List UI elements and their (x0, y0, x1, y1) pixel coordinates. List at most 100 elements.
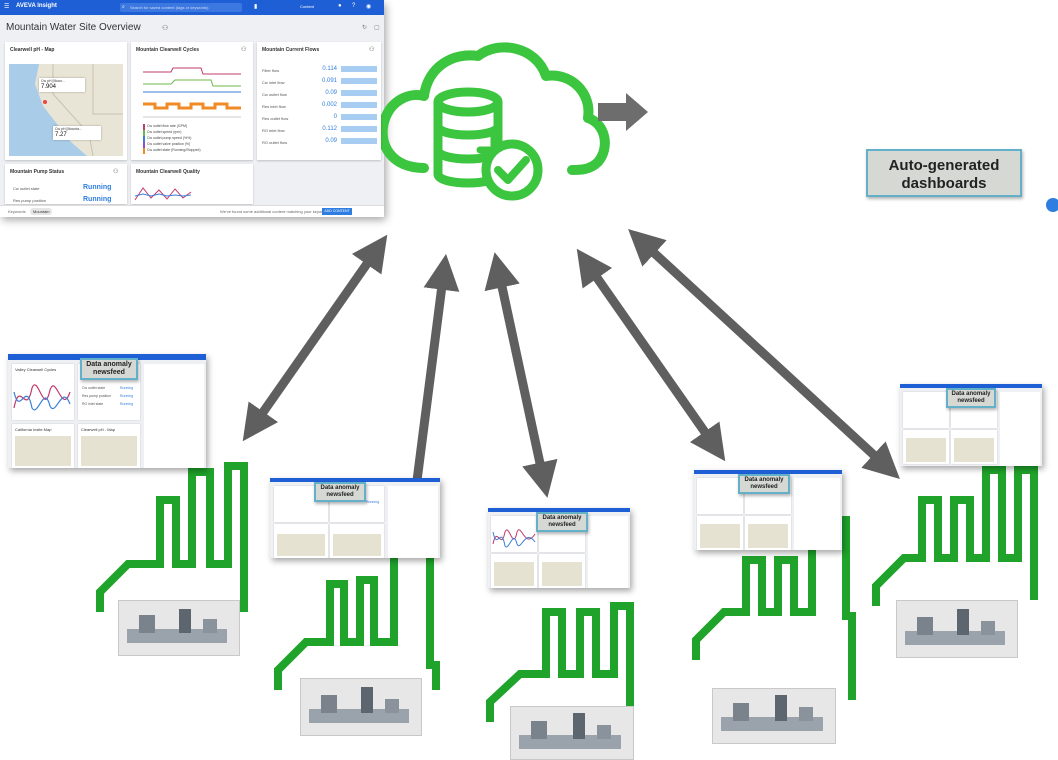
mini-map (494, 562, 534, 586)
callout-anomaly-newsfeed: Data anomaly newsfeed (738, 474, 790, 494)
mini-chart-card (491, 516, 537, 552)
refresh-icon[interactable]: ↻ (362, 25, 368, 31)
mini-chart-card (903, 392, 949, 428)
search-input[interactable]: ⌕ Search for saved content (tags or keyw… (120, 3, 242, 12)
card-quality[interactable]: Mountain Clearwell Quality (131, 164, 253, 204)
mini-status-value: Running (120, 402, 134, 406)
cycles-chart (143, 67, 241, 118)
flow-label: RO inlet flow (262, 128, 285, 133)
status-value: Running (83, 184, 112, 191)
mini-chart-card (697, 478, 743, 514)
card-cycles-title: Mountain Clearwell Cycles (136, 47, 200, 53)
flow-label: RO outlet flow (262, 140, 288, 145)
callout-anomaly-newsfeed: Data anomaly newsfeed (314, 482, 366, 502)
mini-status-value: Running (366, 500, 380, 504)
pin-value: 7.27 (55, 132, 67, 138)
machine-drawing (309, 687, 409, 723)
flow-sparkline (341, 126, 377, 132)
card-quality-title: Mountain Clearwell Quality (136, 169, 200, 175)
keywords-footer: Keywords Mountain We've found some addit… (0, 205, 384, 217)
status-label: Cw outlet state (13, 186, 40, 191)
plant-outline-1 (96, 462, 248, 612)
mini-map (954, 438, 994, 462)
map-pin-popup-1[interactable]: Cw pH [Moun... 7.904 (39, 78, 85, 92)
mini-status-value: Running (120, 386, 134, 390)
fullscreen-icon[interactable]: ▢ (374, 25, 380, 31)
add-content-button[interactable]: ADD CONTENT (322, 208, 352, 215)
mini-chart-card: Valley Clearwell Cycles (12, 364, 74, 420)
quality-chart (134, 187, 192, 201)
page-title: Mountain Water Site Overview (6, 22, 141, 33)
mini-screen-1: Valley Clearwell Cycles Cw outlet state … (8, 354, 206, 468)
flow-value: 0.091 (321, 78, 337, 84)
status-value: Running (83, 196, 112, 203)
pin-label: Cw pH [Mounta... (55, 127, 83, 131)
legend-item: Cw outlet flow rate (GPM) (143, 124, 201, 130)
pin-label: Cw pH [Moun... (41, 79, 66, 83)
mini-map-card (697, 516, 743, 550)
callout-anomaly-newsfeed: Data anomaly newsfeed (946, 388, 996, 408)
arrow-site-2 (398, 253, 460, 521)
cloud-database-icon (377, 42, 610, 175)
legend-item: Cw outlet pump speed (%%) (143, 136, 201, 142)
mini-chart-lines (492, 529, 536, 548)
flow-value: 0.09 (325, 90, 337, 96)
mini-map (81, 436, 137, 466)
cycles-legend: Cw outlet flow rate (GPM) Cw outlet spee… (143, 124, 201, 154)
pin-value: 7.904 (41, 84, 57, 90)
delete-icon[interactable]: ▮ (254, 4, 258, 10)
mini-map-card: California Insite Map (12, 424, 74, 468)
machine-photo-2 (300, 678, 422, 736)
arrow-to-dashboard (598, 93, 648, 131)
share-users-icon[interactable]: ⚇ (241, 47, 247, 53)
card-pump-status[interactable]: Mountain Pump Status ⚇ Cw outlet state R… (5, 164, 127, 204)
dashboard-screenshot: ☰ AVEVA Insight ⌕ Search for saved conte… (0, 0, 384, 217)
map-view[interactable]: Cw pH [Moun... 7.904 Cw pH [Mounta... 7.… (9, 64, 123, 156)
account-icon[interactable]: ◉ (366, 4, 372, 10)
arrow-site-1 (242, 234, 388, 442)
sync-check-icon (476, 132, 543, 201)
card-map[interactable]: Clearwell pH - Map Cw pH [Moun... 7.904 … (5, 42, 127, 160)
mini-newsfeed (794, 478, 840, 550)
mini-map-title: Clearwell pH - Map (81, 427, 116, 432)
content-menu[interactable]: Content (300, 4, 315, 9)
callout-auto-dashboards: Auto-generated dashboards (866, 149, 1022, 197)
plant-outline-5 (872, 466, 1038, 606)
mini-map (15, 436, 71, 466)
mini-map-card (274, 524, 328, 558)
flow-sparkline (341, 66, 377, 72)
app-name: AVEVA Insight (16, 3, 57, 9)
callout-anomaly-newsfeed: Data anomaly newsfeed (80, 358, 138, 380)
arrow-site-3 (484, 252, 558, 498)
machine-photo-3 (510, 706, 634, 760)
card-cycles[interactable]: Mountain Clearwell Cycles ⚇ Cw outlet fl… (131, 42, 253, 160)
mini-map-card (330, 524, 384, 558)
mini-map-card (745, 516, 791, 550)
plant-outlines (96, 462, 1038, 722)
mini-app-bar (488, 508, 630, 512)
card-map-title: Clearwell pH - Map (10, 47, 55, 53)
bell-icon[interactable]: ● (338, 3, 342, 9)
mini-chart-title: Valley Clearwell Cycles (15, 367, 57, 372)
share-users-icon[interactable]: ⚇ (162, 25, 169, 32)
mini-map-card (903, 430, 949, 464)
menu-icon[interactable]: ☰ (4, 4, 10, 10)
callout-anomaly-newsfeed: Data anomaly newsfeed (536, 512, 588, 532)
help-icon[interactable]: ? (352, 3, 356, 9)
mini-newsfeed (1000, 392, 1040, 466)
status-label: Res pump position (13, 198, 47, 203)
share-fab[interactable] (1046, 198, 1058, 212)
share-users-icon[interactable]: ⚇ (113, 169, 119, 175)
card-flows[interactable]: Mountain Current Flows ⚇ Filter flow 0.1… (257, 42, 381, 160)
machine-drawing (905, 609, 1005, 645)
share-users-icon[interactable]: ⚇ (369, 47, 375, 53)
keyword-chip[interactable]: Mountain (30, 208, 53, 215)
mini-status-label: RO inlet state (82, 402, 104, 406)
flow-value: 0.112 (322, 126, 337, 132)
flow-label: Res outlet flow (262, 116, 289, 121)
mini-map-card: Clearwell pH - Map (78, 424, 140, 468)
map-pin-popup-2[interactable]: Cw pH [Mounta... 7.27 (53, 126, 101, 140)
mini-screen-4: Data anomaly newsfeed (694, 470, 842, 550)
mini-screen-2: Running Data anomaly newsfeed (270, 478, 440, 558)
mini-map (748, 524, 788, 548)
